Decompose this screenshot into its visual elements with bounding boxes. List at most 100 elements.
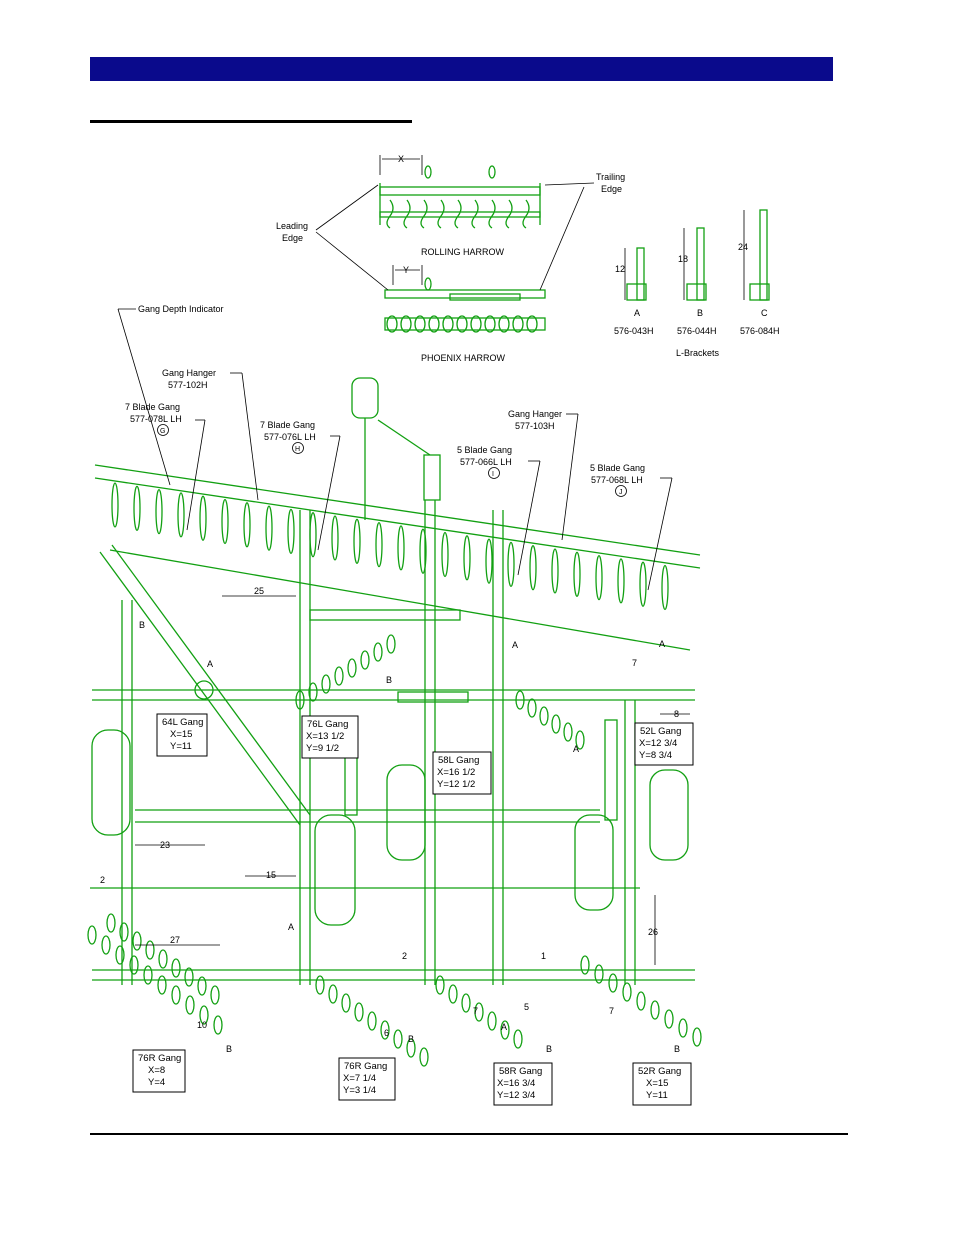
hanger-right-line1: Gang Hanger bbox=[508, 409, 562, 419]
gang-box-52r-x: X=15 bbox=[646, 1078, 668, 1089]
harrow-tine bbox=[403, 199, 411, 229]
gang-disc bbox=[341, 993, 351, 1013]
gang-disc bbox=[210, 985, 220, 1005]
trailing-edge-leader-2 bbox=[539, 186, 585, 291]
gang-box-58l-x: X=16 1/2 bbox=[437, 767, 475, 778]
callout-gang-g: 7 Blade Gang 577-078L LH G bbox=[125, 402, 206, 531]
gang-g-line1: 7 Blade Gang bbox=[125, 402, 180, 412]
gang-j-line1: 5 Blade Gang bbox=[590, 463, 645, 473]
footer-rule bbox=[90, 1133, 848, 1135]
gang-box-58l-title: 58L Gang bbox=[438, 755, 479, 766]
gang-box-76r-b-y: Y=3 1/4 bbox=[343, 1085, 376, 1096]
harrow-tine bbox=[484, 315, 496, 333]
gang-disc bbox=[563, 722, 573, 742]
gang-disc bbox=[295, 690, 305, 710]
gang-disc bbox=[380, 1020, 390, 1040]
leading-edge-leader-2 bbox=[315, 231, 389, 291]
l-bracket-c: 24 C 576-084H bbox=[738, 209, 780, 336]
gang-disc bbox=[213, 1015, 223, 1035]
gang-disc bbox=[650, 1000, 660, 1020]
gang-disc bbox=[527, 698, 537, 718]
gang-disc bbox=[551, 548, 559, 594]
gang-disc bbox=[106, 913, 116, 933]
gang-disc bbox=[664, 1009, 674, 1029]
trailing-edge-label-2: Edge bbox=[601, 184, 622, 194]
dim-27: 27 bbox=[170, 935, 180, 945]
gang-disc bbox=[111, 482, 119, 528]
harrow-tine bbox=[505, 199, 513, 229]
gang-disc bbox=[580, 955, 590, 975]
letter-a-6: A bbox=[573, 744, 579, 754]
bracket-a-dim: 12 bbox=[615, 264, 625, 274]
gang-i-marker: I bbox=[492, 471, 494, 478]
gang-disc bbox=[243, 502, 251, 548]
gang-disc bbox=[347, 658, 357, 678]
gang-disc bbox=[115, 945, 125, 965]
gang-h-line2: 577-076L LH bbox=[264, 432, 316, 442]
gang-disc bbox=[331, 515, 339, 561]
gang-disc bbox=[507, 541, 515, 588]
gang-box-76l-title: 76L Gang bbox=[307, 719, 348, 730]
leading-edge-label-2: Edge bbox=[282, 233, 303, 243]
gang-disc bbox=[367, 1011, 377, 1031]
gang-disc bbox=[309, 512, 317, 558]
bracket-b-letter: B bbox=[697, 308, 703, 318]
harrow-tine bbox=[454, 199, 462, 229]
letter-b-5: B bbox=[546, 1044, 552, 1054]
gang-disc bbox=[575, 730, 585, 750]
leading-edge-label-1: Leading bbox=[276, 221, 308, 231]
gang-box-52r-y: Y=11 bbox=[646, 1090, 668, 1101]
depth-indicator-label: Gang Depth Indicator bbox=[138, 304, 224, 314]
letter-b-2: B bbox=[386, 675, 392, 685]
l-bracket-a: 12 A 576-043H bbox=[614, 247, 654, 336]
harrow-tine bbox=[512, 315, 524, 333]
rolling-harrow-label: ROLLING HARROW bbox=[421, 247, 505, 257]
gang-disc bbox=[287, 508, 295, 555]
harrow-tine bbox=[428, 315, 440, 333]
harrow-tine bbox=[470, 315, 482, 333]
dim-7-right: 7 bbox=[632, 658, 637, 668]
gang-box-76r-b-title: 76R Gang bbox=[344, 1061, 387, 1072]
gang-box-52l-y: Y=8 3/4 bbox=[639, 750, 672, 761]
gang-box-76r-a: 76R Gang X=8 Y=4 bbox=[132, 1049, 186, 1093]
l-brackets-caption: L-Brackets bbox=[676, 348, 720, 358]
gang-disc bbox=[692, 1027, 702, 1047]
gang-box-58r-title: 58R Gang bbox=[499, 1066, 542, 1077]
gang-disc bbox=[594, 964, 604, 984]
gang-h-line1: 7 Blade Gang bbox=[260, 420, 315, 430]
trailing-edge-label-1: Trailing bbox=[596, 172, 625, 182]
gang-disc bbox=[573, 551, 581, 597]
gang-box-58r: 58R Gang X=16 3/4 Y=12 3/4 bbox=[493, 1062, 553, 1106]
gang-disc bbox=[529, 545, 537, 591]
gang-box-52l-title: 52L Gang bbox=[640, 726, 681, 737]
bracket-b-dim: 18 bbox=[678, 254, 688, 264]
gang-disc bbox=[143, 965, 153, 985]
dim-7-lower-right: 7 bbox=[609, 1006, 614, 1016]
gang-disc bbox=[171, 958, 181, 978]
gang-box-58r-x: X=16 3/4 bbox=[497, 1078, 535, 1089]
gang-disc bbox=[199, 1005, 209, 1025]
letter-a-4: A bbox=[288, 922, 294, 932]
gang-disc bbox=[360, 650, 370, 670]
l-bracket-b: 18 B 576-044H bbox=[677, 227, 717, 336]
gang-disc bbox=[500, 1020, 510, 1040]
dim-7-lower: 7 bbox=[473, 1006, 478, 1016]
gang-box-64l-title: 64L Gang bbox=[162, 717, 203, 728]
dim-1: 1 bbox=[541, 951, 546, 961]
gang-disc bbox=[177, 492, 185, 538]
gang-disc bbox=[551, 714, 561, 734]
letter-a-1: A bbox=[207, 659, 213, 669]
gang-disc bbox=[678, 1018, 688, 1038]
gang-disc bbox=[328, 984, 338, 1004]
phoenix-harrow-label: PHOENIX HARROW bbox=[421, 353, 506, 363]
callout-hanger-right: Gang Hanger 577-103H bbox=[508, 409, 579, 541]
dim-10: 10 bbox=[197, 1020, 207, 1030]
gang-disc bbox=[197, 976, 207, 996]
section-rule bbox=[90, 120, 412, 123]
callout-depth-indicator: Gang Depth Indicator bbox=[117, 304, 224, 486]
gang-disc bbox=[441, 531, 449, 578]
hanger-right-line2: 577-103H bbox=[515, 421, 555, 431]
gang-disc bbox=[132, 931, 142, 951]
gang-disc bbox=[354, 1002, 364, 1022]
